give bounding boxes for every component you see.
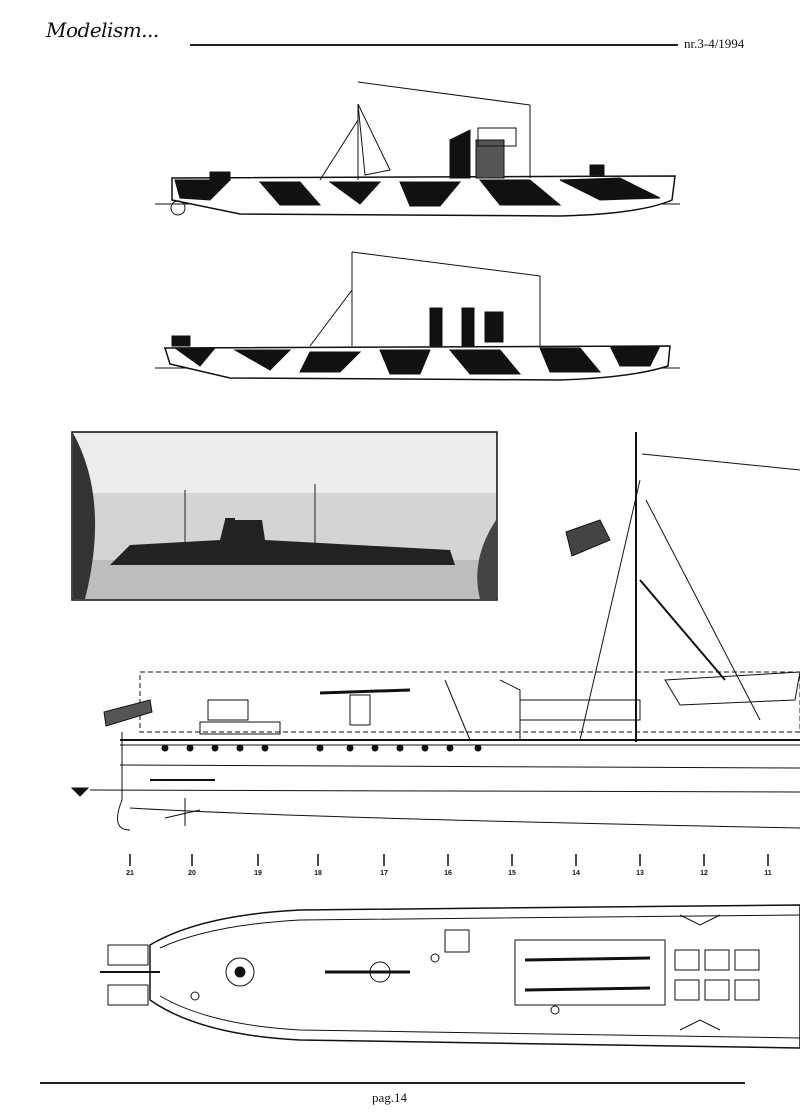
station-label: 20 [188,870,196,877]
ship-profile-plan [70,432,800,831]
magazine-logo: Modelism... [46,18,159,42]
flag-icon [565,519,611,557]
header-rule [190,44,678,46]
ship-profile-dazzle-2 [155,251,680,381]
footer-rule [40,1082,745,1084]
station-label: 17 [380,870,388,877]
station-label: 14 [572,870,580,877]
station-label: 11 [764,870,772,877]
issue-number: nr.3-4/1994 [684,36,745,51]
ship-profile-dazzle-1 [155,81,680,217]
station-label: 21 [126,870,134,877]
station-label: 13 [636,870,644,877]
ship-deck-plan [100,904,800,1049]
ship-photograph [71,431,498,601]
page-number: pag.14 [372,1090,408,1105]
station-label: 16 [444,870,452,877]
station-label: 15 [508,870,516,877]
station-label: 12 [700,870,708,877]
station-label: 19 [254,870,262,877]
station-ticks [129,854,769,866]
station-label: 18 [314,870,322,877]
